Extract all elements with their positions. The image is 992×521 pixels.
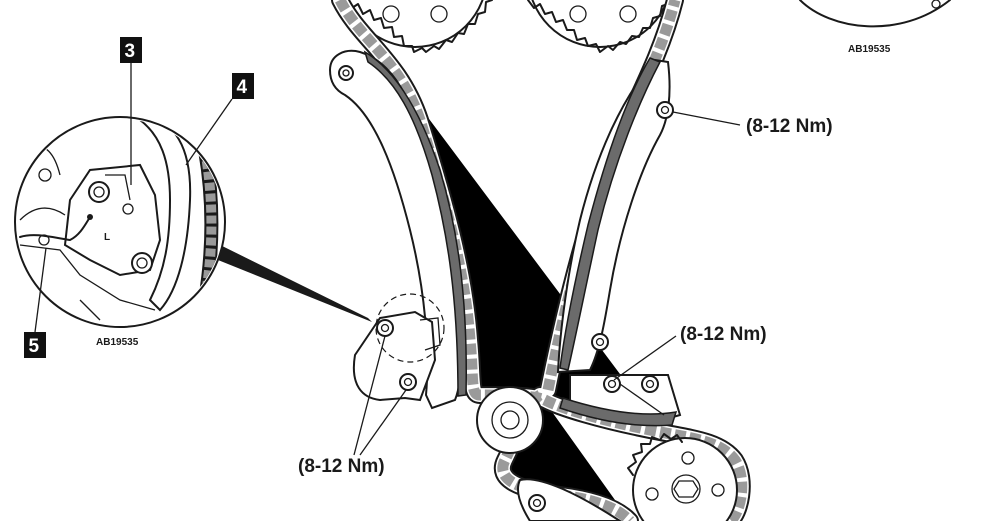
top-right-detail-circle: AB19535	[799, 0, 951, 55]
callout-5: 5	[24, 247, 47, 358]
detail-letter: L	[104, 232, 110, 243]
svg-text:(8-12 Nm): (8-12 Nm)	[746, 116, 833, 137]
top-detail-reference: AB19535	[848, 44, 891, 55]
auxiliary-sprocket	[627, 433, 738, 521]
right-fixed-guide	[556, 57, 674, 374]
callout-4: 4	[185, 73, 254, 166]
svg-text:(8-12 Nm): (8-12 Nm)	[298, 456, 385, 477]
svg-text:5: 5	[29, 336, 40, 357]
detail-reference: AB19535	[96, 337, 139, 348]
right-camshaft-sprocket	[527, 0, 671, 53]
crankshaft-sprocket	[476, 386, 544, 454]
left-camshaft-sprocket	[344, 0, 493, 53]
torque-label-lower-right: (8-12 Nm)	[613, 324, 767, 416]
callout-3: 3	[120, 37, 142, 185]
svg-text:3: 3	[125, 41, 136, 62]
torque-label-tensioner: (8-12 Nm)	[298, 335, 407, 477]
svg-text:(8-12 Nm): (8-12 Nm)	[680, 324, 767, 345]
torque-label-upper-right: (8-12 Nm)	[672, 111, 833, 137]
svg-text:4: 4	[237, 77, 248, 98]
detail-magnifier: L AB19535	[14, 116, 372, 348]
lower-right-guide	[559, 374, 682, 427]
